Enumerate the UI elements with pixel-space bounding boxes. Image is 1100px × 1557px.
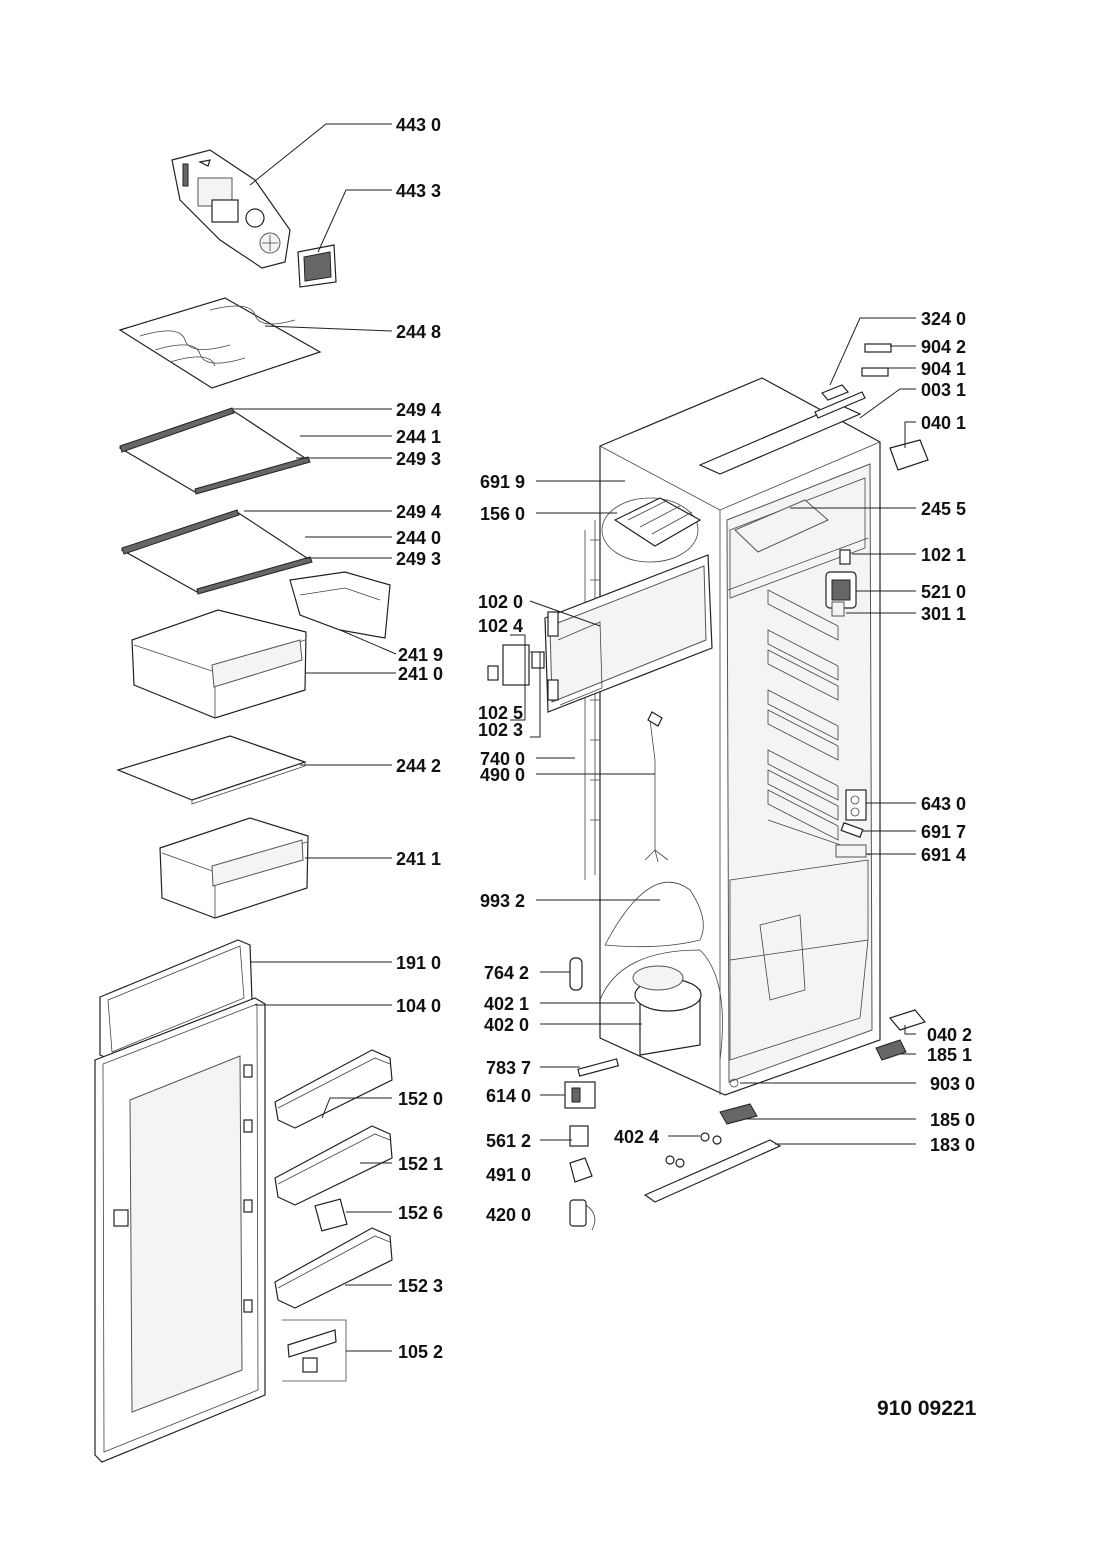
part-label-245-5: 245 5 bbox=[921, 499, 966, 519]
part-label-402-4: 402 4 bbox=[614, 1127, 659, 1147]
part-label-443-3: 443 3 bbox=[396, 181, 441, 201]
part-label-443-0: 443 0 bbox=[396, 115, 441, 135]
part-label-490-0: 490 0 bbox=[480, 765, 525, 785]
part-label-102-5: 102 5 bbox=[478, 703, 523, 723]
evaporator-plate-drawing bbox=[118, 297, 322, 389]
part-label-241-9: 241 9 bbox=[398, 645, 443, 665]
part-label-152-1: 152 1 bbox=[398, 1154, 443, 1174]
part-label-691-7: 691 7 bbox=[921, 822, 966, 842]
part-label-102-0: 102 0 bbox=[478, 592, 523, 612]
part-label-040-2: 040 2 bbox=[927, 1025, 972, 1045]
part-label-185-0: 185 0 bbox=[930, 1110, 975, 1130]
part-label-003-1: 003 1 bbox=[921, 380, 966, 400]
part-label-904-1: 904 1 bbox=[921, 359, 966, 379]
electrical-parts-drawing bbox=[564, 1058, 722, 1231]
part-label-185-1: 185 1 bbox=[927, 1045, 972, 1065]
fan-assembly-drawing bbox=[171, 149, 291, 269]
part-label-614-0: 614 0 bbox=[486, 1086, 531, 1106]
part-label-249-3: 249 3 bbox=[396, 549, 441, 569]
part-label-491-0: 491 0 bbox=[486, 1165, 531, 1185]
glass-plate-drawing bbox=[116, 735, 307, 805]
part-label-191-0: 191 0 bbox=[396, 953, 441, 973]
part-label-521-0: 521 0 bbox=[921, 582, 966, 602]
part-label-643-0: 643 0 bbox=[921, 794, 966, 814]
part-label-244-0: 244 0 bbox=[396, 528, 441, 548]
door-balcony-1-drawing bbox=[274, 1049, 393, 1129]
top-fittings-drawing bbox=[814, 343, 929, 471]
door-balcony-3-drawing bbox=[274, 1227, 393, 1309]
part-label-152-3: 152 3 bbox=[398, 1276, 443, 1296]
part-label-561-2: 561 2 bbox=[486, 1131, 531, 1151]
part-label-183-0: 183 0 bbox=[930, 1135, 975, 1155]
cabinet-drawing bbox=[487, 377, 881, 1096]
door-drawing bbox=[94, 997, 266, 1463]
part-label-102-1: 102 1 bbox=[921, 545, 966, 565]
part-number-labels: 443 0 443 3 244 8 249 4 244 1 249 3 249 … bbox=[396, 115, 977, 1420]
part-label-324-0: 324 0 bbox=[921, 309, 966, 329]
part-label-249-4: 249 4 bbox=[396, 502, 441, 522]
leader-lines bbox=[232, 123, 916, 1352]
part-label-993-2: 993 2 bbox=[480, 891, 525, 911]
part-label-102-4: 102 4 bbox=[478, 616, 523, 636]
part-label-691-4: 691 4 bbox=[921, 845, 966, 865]
part-label-244-8: 244 8 bbox=[396, 322, 441, 342]
part-label-241-1: 241 1 bbox=[396, 849, 441, 869]
part-label-244-1: 244 1 bbox=[396, 427, 441, 447]
document-number: 910 09221 bbox=[877, 1397, 977, 1420]
part-label-241-0: 241 0 bbox=[398, 664, 443, 684]
part-label-156-0: 156 0 bbox=[480, 504, 525, 524]
part-label-904-2: 904 2 bbox=[921, 337, 966, 357]
part-label-152-6: 152 6 bbox=[398, 1203, 443, 1223]
part-label-249-4: 249 4 bbox=[396, 400, 441, 420]
door-balcony-2-drawing bbox=[274, 1125, 393, 1206]
part-label-903-0: 903 0 bbox=[930, 1074, 975, 1094]
part-label-249-3: 249 3 bbox=[396, 449, 441, 469]
part-label-040-1: 040 1 bbox=[921, 413, 966, 433]
hinge-kit-drawing bbox=[282, 1319, 347, 1382]
part-label-105-2: 105 2 bbox=[398, 1342, 443, 1362]
crisper-cover-drawing bbox=[289, 571, 391, 639]
part-label-691-9: 691 9 bbox=[480, 472, 525, 492]
part-label-301-1: 301 1 bbox=[921, 604, 966, 624]
crisper-drawer-upper-drawing bbox=[131, 609, 307, 719]
part-label-764-2: 764 2 bbox=[484, 963, 529, 983]
glass-shelf-lower-drawing bbox=[120, 509, 313, 595]
crisper-drawer-lower-drawing bbox=[159, 817, 309, 919]
part-label-152-0: 152 0 bbox=[398, 1089, 443, 1109]
glass-shelf-upper-drawing bbox=[118, 407, 311, 495]
filter-drawing bbox=[297, 244, 337, 288]
part-label-102-3: 102 3 bbox=[478, 720, 523, 740]
part-label-402-0: 402 0 bbox=[484, 1015, 529, 1035]
egg-tray-drawing bbox=[314, 1198, 348, 1232]
bottom-fittings-drawing bbox=[643, 1009, 927, 1203]
part-label-740-0: 740 0 bbox=[480, 749, 525, 769]
part-label-402-1: 402 1 bbox=[484, 994, 529, 1014]
part-label-420-0: 420 0 bbox=[486, 1205, 531, 1225]
part-label-244-2: 244 2 bbox=[396, 756, 441, 776]
part-label-104-0: 104 0 bbox=[396, 996, 441, 1016]
part-label-783-7: 783 7 bbox=[486, 1058, 531, 1078]
